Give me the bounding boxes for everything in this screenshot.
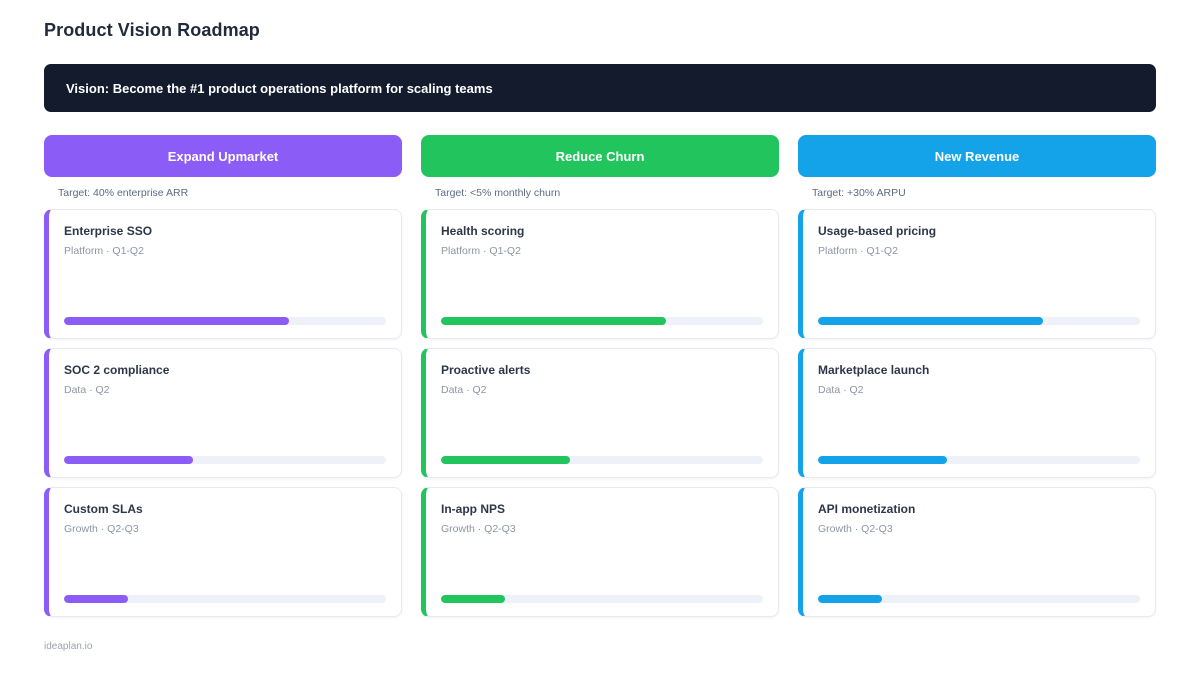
initiative-title: Marketplace launch [818, 363, 930, 377]
progress-fill [64, 317, 290, 325]
goal-header-reduce-churn[interactable]: Reduce Churn [421, 135, 779, 177]
progress-fill [441, 317, 667, 325]
goal-column-expand-upmarket: Expand Upmarket Target: 40% enterprise A… [44, 135, 402, 626]
progress-fill [64, 456, 193, 464]
initiative-title: SOC 2 compliance [64, 363, 170, 377]
progress-track [818, 317, 1140, 325]
progress-track [441, 595, 763, 603]
initiative-card-in-app-nps[interactable]: In-app NPS Growth · Q2-Q3 [421, 487, 779, 617]
goal-target-label: Target: <5% monthly churn [435, 187, 561, 199]
footer-brand: ideaplan.io [44, 641, 93, 652]
initiative-card-usage-based-pricing[interactable]: Usage-based pricing Platform · Q1-Q2 [798, 209, 1156, 339]
initiative-title: API monetization [818, 502, 916, 516]
initiative-meta: Platform · Q1-Q2 [818, 245, 898, 257]
initiative-meta: Growth · Q2-Q3 [818, 523, 893, 535]
initiative-card-marketplace-launch[interactable]: Marketplace launch Data · Q2 [798, 348, 1156, 478]
progress-fill [818, 456, 947, 464]
initiative-card-api-monetization[interactable]: API monetization Growth · Q2-Q3 [798, 487, 1156, 617]
progress-track [818, 595, 1140, 603]
initiative-card-soc2-compliance[interactable]: SOC 2 compliance Data · Q2 [44, 348, 402, 478]
page-title: Product Vision Roadmap [44, 20, 260, 40]
initiative-meta: Data · Q2 [818, 384, 864, 396]
progress-track [64, 595, 386, 603]
initiative-meta: Data · Q2 [64, 384, 110, 396]
goal-columns: Expand Upmarket Target: 40% enterprise A… [44, 135, 1156, 626]
initiative-title: Proactive alerts [441, 363, 531, 377]
progress-track [441, 456, 763, 464]
vision-statement: Vision: Become the #1 product operations… [66, 80, 493, 96]
progress-fill [441, 456, 570, 464]
initiative-card-custom-slas[interactable]: Custom SLAs Growth · Q2-Q3 [44, 487, 402, 617]
goal-header-new-revenue[interactable]: New Revenue [798, 135, 1156, 177]
goal-target-label: Target: 40% enterprise ARR [58, 187, 189, 199]
vision-banner: Vision: Become the #1 product operations… [44, 64, 1156, 112]
initiative-card-enterprise-sso[interactable]: Enterprise SSO Platform · Q1-Q2 [44, 209, 402, 339]
progress-fill [64, 595, 129, 603]
goal-column-reduce-churn: Reduce Churn Target: <5% monthly churn H… [421, 135, 779, 626]
initiative-title: Enterprise SSO [64, 224, 153, 238]
initiative-card-proactive-alerts[interactable]: Proactive alerts Data · Q2 [421, 348, 779, 478]
goal-target-label: Target: +30% ARPU [812, 187, 906, 199]
initiative-meta: Platform · Q1-Q2 [64, 245, 144, 257]
initiative-title: In-app NPS [441, 502, 506, 516]
initiative-title: Health scoring [441, 224, 525, 238]
initiative-meta: Data · Q2 [441, 384, 487, 396]
progress-fill [441, 595, 506, 603]
progress-track [64, 456, 386, 464]
progress-fill [818, 595, 883, 603]
progress-track [441, 317, 763, 325]
initiative-meta: Growth · Q2-Q3 [64, 523, 139, 535]
progress-fill [818, 317, 1044, 325]
progress-track [64, 317, 386, 325]
initiative-title: Usage-based pricing [818, 224, 937, 238]
progress-track [818, 456, 1140, 464]
initiative-title: Custom SLAs [64, 502, 143, 516]
goal-header-expand-upmarket[interactable]: Expand Upmarket [44, 135, 402, 177]
goal-column-new-revenue: New Revenue Target: +30% ARPU Usage-base… [798, 135, 1156, 626]
roadmap-page: Product Vision Roadmap Vision: Become th… [44, 20, 1156, 652]
initiative-card-health-scoring[interactable]: Health scoring Platform · Q1-Q2 [421, 209, 779, 339]
initiative-meta: Platform · Q1-Q2 [441, 245, 521, 257]
initiative-meta: Growth · Q2-Q3 [441, 523, 516, 535]
